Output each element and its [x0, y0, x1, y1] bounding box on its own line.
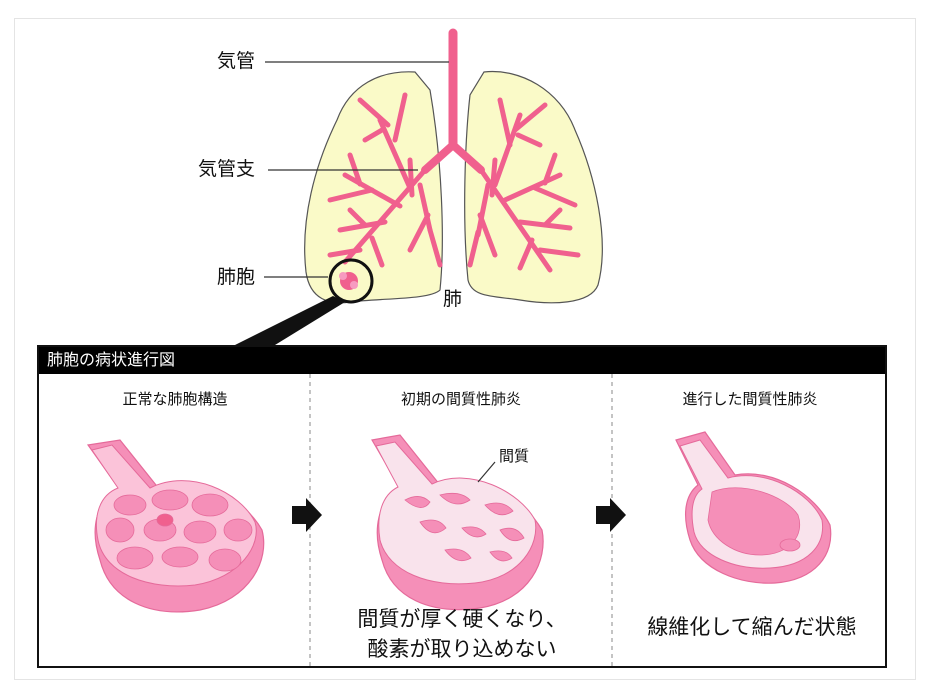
- lung-label: 肺: [443, 288, 463, 310]
- left-bronchi: [327, 92, 443, 268]
- panel-title: 肺胞の病状進行図: [47, 350, 176, 369]
- panel-header: 肺胞の病状進行図: [39, 347, 885, 374]
- alveoli-label: 肺胞: [217, 266, 256, 288]
- leader-lines: [264, 61, 449, 278]
- bronchi-label: 気管支: [198, 158, 256, 180]
- stage-3-caption: 線維化して縮んだ状態: [647, 615, 857, 639]
- stage-2-caption-line-2: 酸素が取り込めない: [367, 637, 557, 661]
- interstitium-leader: [477, 461, 496, 483]
- stage-3-title: 進行した間質性肺炎: [682, 390, 818, 408]
- advanced-alveolus: [675, 431, 832, 584]
- figure-frame: [14, 18, 916, 680]
- stage-1-title: 正常な肺胞構造: [122, 390, 228, 408]
- early-alveolus: [371, 434, 544, 611]
- normal-alveolus: [86, 439, 265, 613]
- right-bronchi: [467, 97, 581, 273]
- alveolus-zoom-circle: [328, 258, 374, 304]
- arrow-icon-2: [596, 498, 626, 532]
- zoom-wedge: [235, 296, 345, 345]
- trachea-shape: [421, 28, 485, 174]
- stage-2-caption-line-1: 間質が厚く硬くなり、: [357, 607, 567, 631]
- trachea-label: 気管: [217, 50, 256, 72]
- interstitium-label: 間質: [499, 447, 530, 465]
- arrow-icon-1: [292, 498, 322, 532]
- stage-2-title: 初期の間質性肺炎: [400, 390, 521, 408]
